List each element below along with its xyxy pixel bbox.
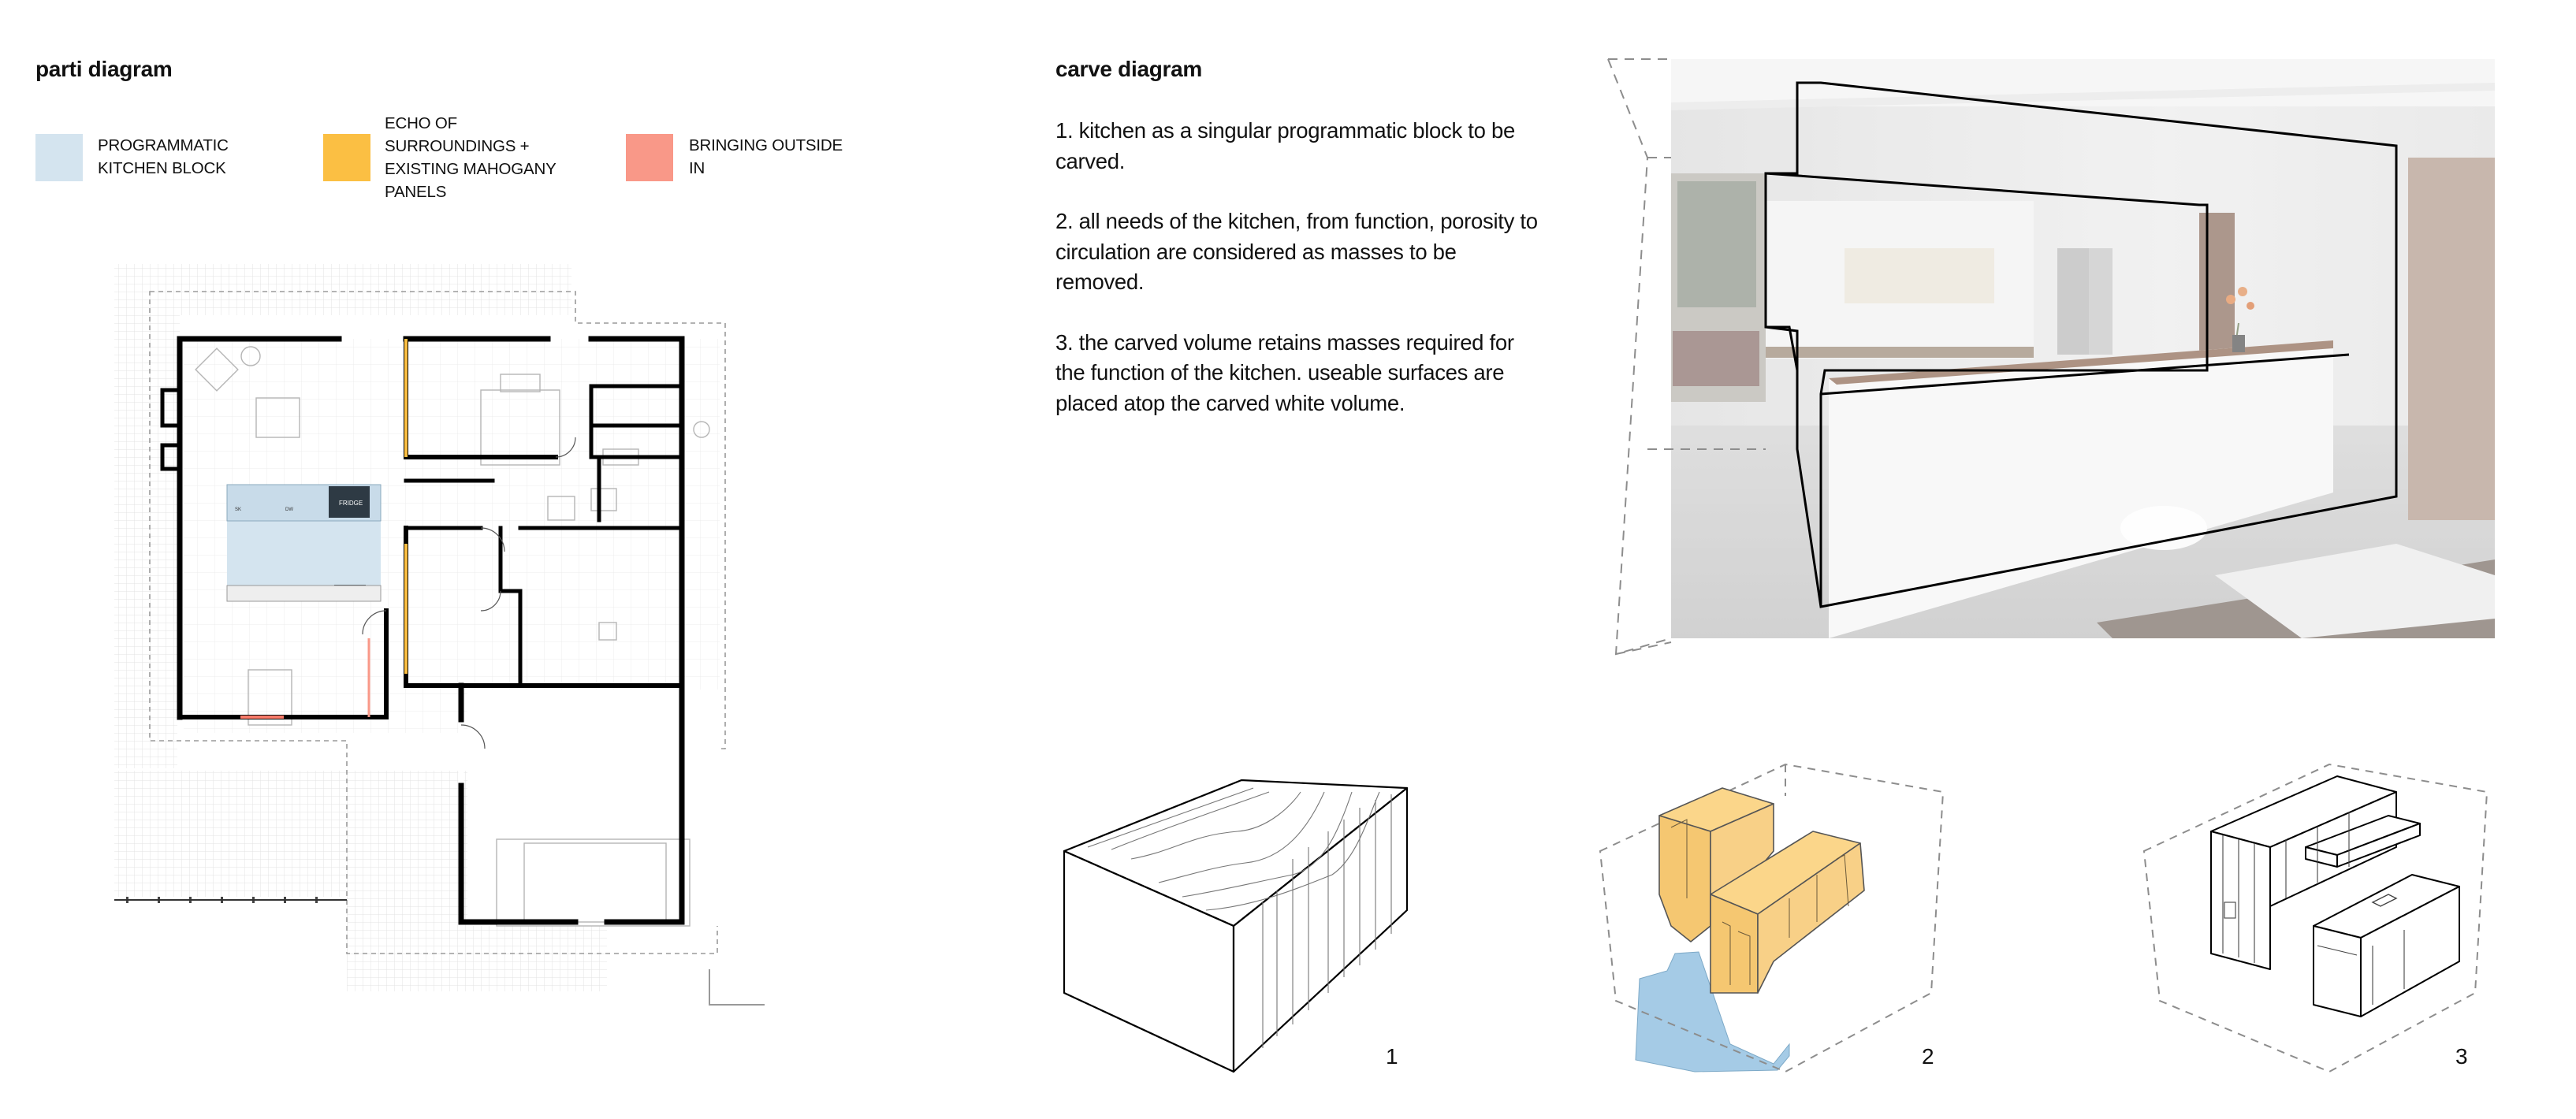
carve-diagram-1-number: 1 xyxy=(1386,1044,1398,1069)
plan-dw-label: DW xyxy=(285,507,293,512)
plan-fridge-label: FRIDGE xyxy=(339,500,363,507)
legend-swatch-kitchen xyxy=(35,134,83,181)
plan-sink-label: SK xyxy=(235,507,241,512)
floor-plan: FRIDGE SK DW xyxy=(114,264,765,1006)
carve-diagram-title: carve diagram xyxy=(1055,57,1202,81)
legend-swatch-mahogany xyxy=(323,134,370,181)
legend-swatch-outside xyxy=(626,134,673,181)
carve-diagram-3-number: 3 xyxy=(2455,1044,2468,1069)
carve-diagram-2-number: 2 xyxy=(1922,1044,1934,1069)
carve-diagram-1-solid-block xyxy=(1063,779,1409,1073)
carve-steps: 1. kitchen as a singular programmatic bl… xyxy=(1055,116,1544,448)
circulation-plane xyxy=(1635,951,1790,1073)
plan-fridge xyxy=(329,486,370,518)
plan-deck-left xyxy=(114,264,177,768)
legend-label-outside: BRINGING OUTSIDE IN xyxy=(689,136,843,177)
carve-step-3: 3. the carved volume retains masses requ… xyxy=(1055,329,1514,415)
carve-step-1: 1. kitchen as a singular programmatic bl… xyxy=(1055,118,1515,173)
carve-diagram-2-masses xyxy=(1599,763,1945,1073)
carve-diagram-3-carved-volume xyxy=(2142,763,2489,1073)
legend-label-mahogany: ECHO OF SURROUNDINGS + EXISTING MAHOGANY… xyxy=(385,114,557,201)
carve-step-2: 2. all needs of the kitchen, from functi… xyxy=(1055,209,1538,294)
kitchen-photo xyxy=(1607,58,2496,656)
legend-label-kitchen: PROGRAMMATIC KITCHEN BLOCK xyxy=(98,136,229,177)
parti-diagram-title: parti diagram xyxy=(35,57,173,81)
